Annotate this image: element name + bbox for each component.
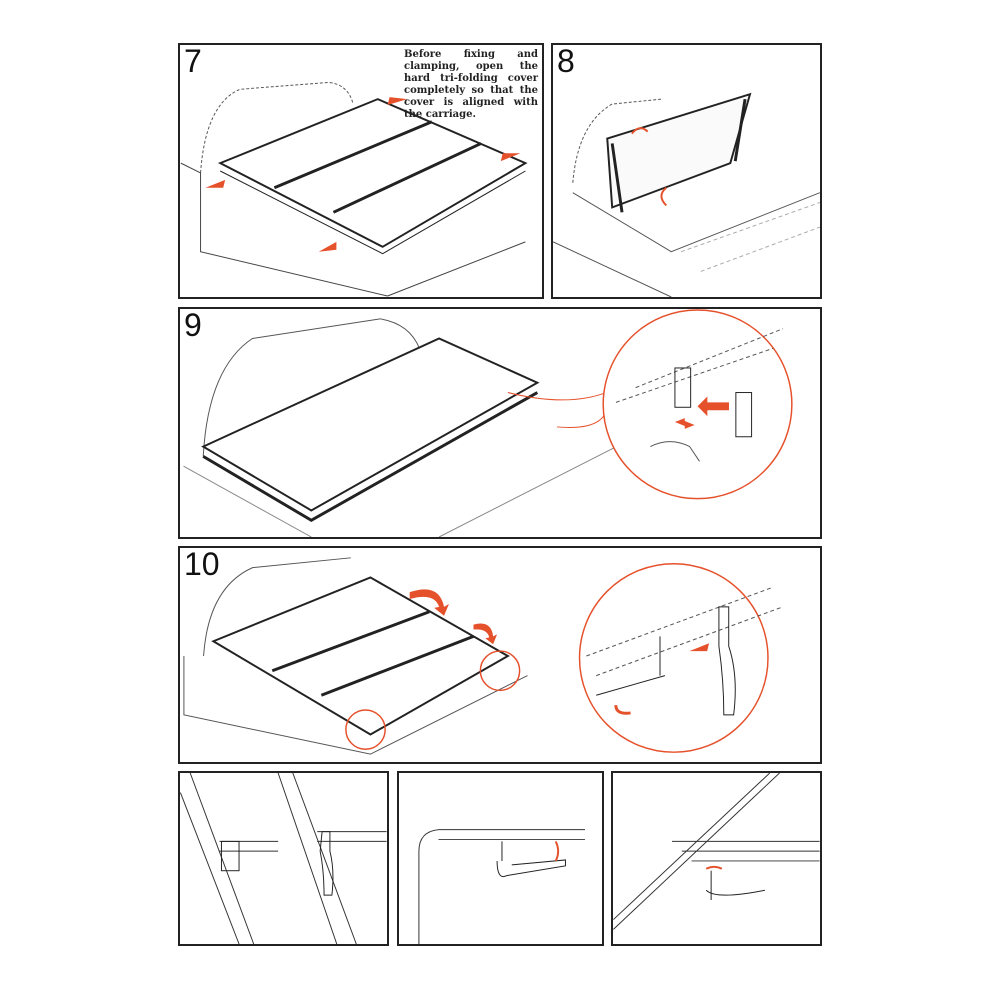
lock-detail-callout [578,562,769,753]
cover-clamp-lock-illustration [183,557,783,755]
step-instruction: Before fixing and clamping, open the har… [404,49,538,120]
clamp-on-rail-illustration [180,773,387,944]
clamp-under-rail-illustration [613,773,820,930]
detail-panel-1 [178,771,389,946]
step-number: 9 [184,307,202,343]
step-number: 7 [184,43,202,79]
step-8-panel: 8 [551,43,822,299]
step-7-panel: 7 Before fixing and clamping, open the h… [178,43,544,299]
cover-install-clamp-illustration [183,309,793,537]
step-9-panel: 9 [178,307,822,539]
clamp-detail-callout [602,309,793,500]
step-number: 10 [184,546,220,582]
detail-panel-3 [611,771,822,946]
cover-folded-upright-illustration [553,92,820,297]
detail-panel-2 [397,771,604,946]
tonneau-cover-closed-illustration [180,81,528,297]
step-10-panel: 10 [178,546,822,764]
clamp-tightening-illustration [418,829,586,944]
step-number: 8 [557,43,575,79]
